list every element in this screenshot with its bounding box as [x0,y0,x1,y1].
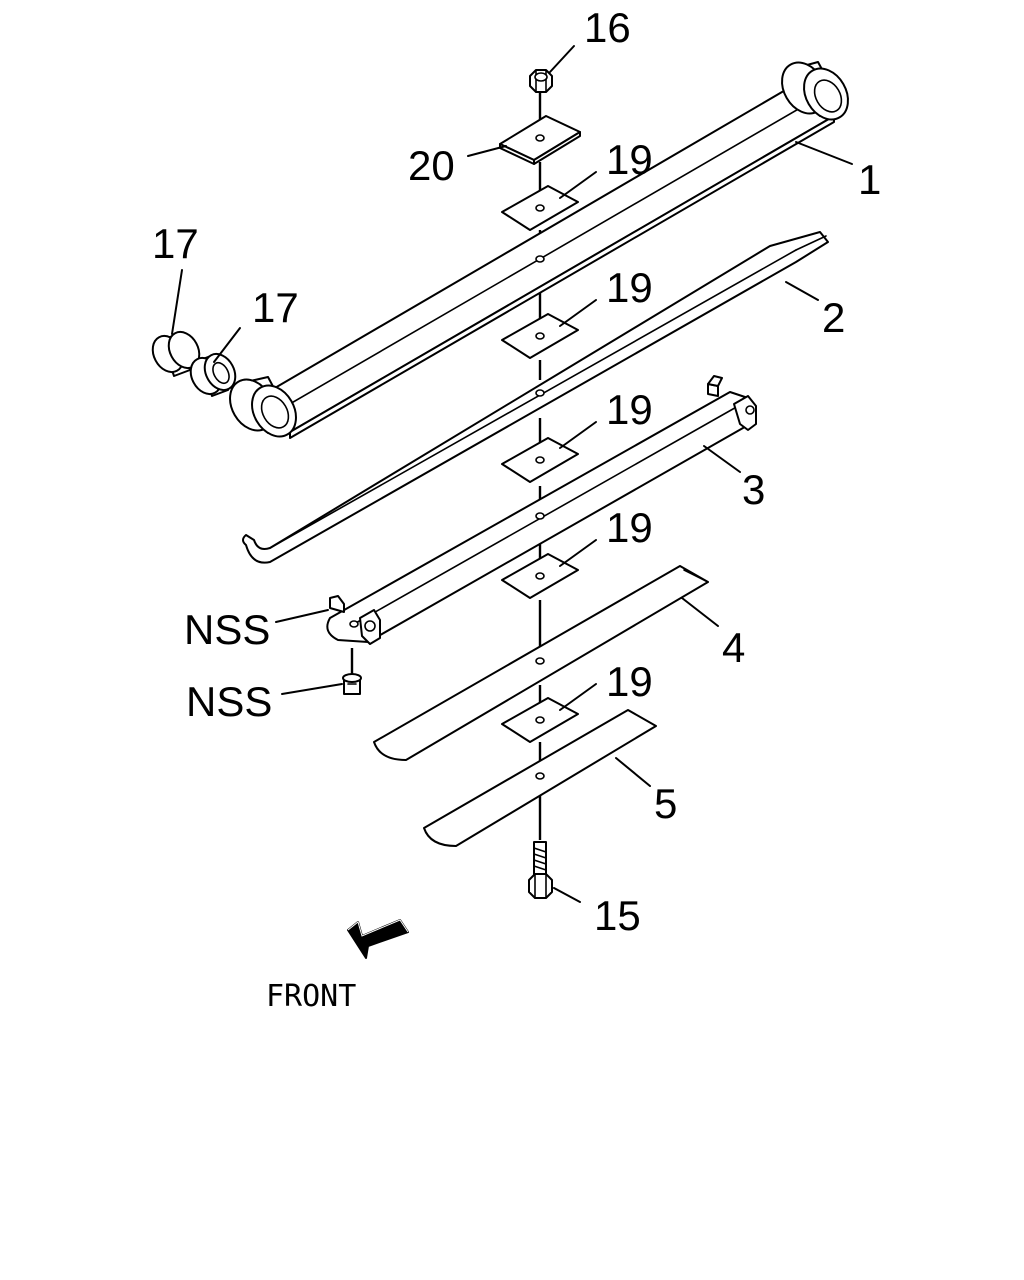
callout-part-17-b: 17 [252,284,299,331]
callout-part-2: 2 [822,294,845,341]
front-arrow-icon [347,919,409,959]
callout-part-5: 5 [654,780,677,827]
callout-part-17-a: 17 [152,220,199,267]
leader-lines [171,45,853,903]
callout-part-19-b: 19 [606,264,653,311]
plate-part-20 [499,115,581,165]
nss-clip-bolt [342,648,362,695]
front-direction-label: FRONT [266,979,356,1014]
fifth-leaf-part-5 [423,709,657,847]
third-leaf-part-3 [326,375,757,645]
spacer-part-19-b [501,313,579,359]
callout-part-20: 20 [408,142,455,189]
center-bolt-part-15 [528,841,553,899]
callout-nss-b: NSS [186,678,272,725]
callout-part-3: 3 [742,466,765,513]
callout-part-19-e: 19 [606,658,653,705]
nut-part-16 [529,69,553,93]
callouts: 16 20 19 19 19 19 19 1 2 3 4 5 15 17 17 … [152,4,881,939]
fourth-leaf-part-4 [373,565,709,761]
callout-part-19-a: 19 [606,136,653,183]
spring-eye-rear [229,376,297,438]
spring-eye-front [781,61,849,121]
spacer-part-19-a [501,185,579,231]
main-leaf-part-1 [229,61,849,439]
callout-part-19-d: 19 [606,504,653,551]
second-leaf-part-2 [242,231,829,564]
callout-part-19-c: 19 [606,386,653,433]
spacer-part-19-c [501,437,579,483]
callout-part-15: 15 [594,892,641,939]
spacer-part-19-e [501,697,579,743]
bushing-part-17-outer [151,330,201,377]
callout-part-1: 1 [858,156,881,203]
bushing-part-17-inner [189,352,237,397]
callout-part-4: 4 [722,624,745,671]
spacer-part-19-d [501,553,579,599]
callout-nss-a: NSS [184,606,270,653]
callout-part-16: 16 [584,4,631,51]
